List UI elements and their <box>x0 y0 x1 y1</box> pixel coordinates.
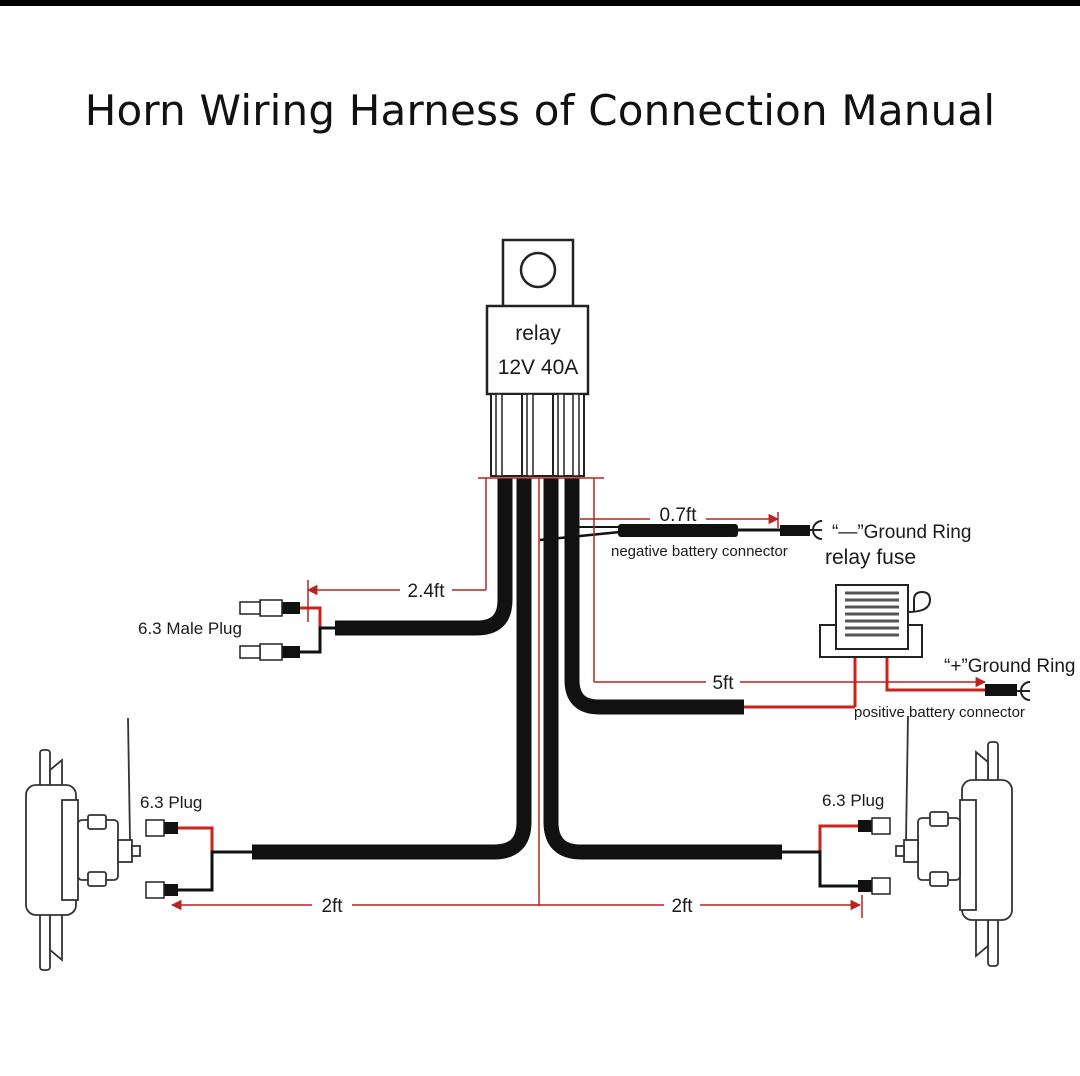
right-horn-icon <box>895 715 1013 967</box>
cable-positive <box>564 478 744 715</box>
fuse-holder-body <box>835 584 909 650</box>
page-title: Horn Wiring Harness of Connection Manual <box>84 86 996 135</box>
right-horn-branch: 6.3 Plug <box>782 791 891 895</box>
dimension-negative: 0.7ft <box>660 505 698 526</box>
negative-sleeve <box>618 524 738 537</box>
relay-body <box>485 304 590 396</box>
dimension-lines <box>170 477 987 918</box>
plug-right-label: 6.3 Plug <box>822 791 884 810</box>
plug-terminal <box>145 819 178 837</box>
relay-pin <box>526 393 534 477</box>
left-horn-icon <box>25 717 141 971</box>
male-plug-label: 6.3 Male Plug <box>138 619 242 638</box>
relay-label: relay <box>515 322 561 345</box>
male-plug-terminal <box>239 643 300 661</box>
positive-connector-label: positive battery connector <box>854 704 1025 721</box>
cable-left-horn <box>252 478 532 860</box>
relay-fuse: relay fuse <box>819 546 932 658</box>
cable-male-plug <box>335 478 513 636</box>
top-border <box>0 0 1080 6</box>
ground-ring-negative-icon <box>810 520 823 540</box>
positive-crimp <box>985 684 1017 696</box>
relay-mount-hole <box>519 251 557 289</box>
fuse-cap-loop-icon <box>907 590 932 613</box>
plug-terminal <box>145 881 178 899</box>
dimension-positive: 5ft <box>712 673 734 694</box>
relay-pin <box>495 393 503 477</box>
relay-rating-label: 12V 40A <box>498 356 579 379</box>
positive-lead: “+”Ground Ring positive battery connecto… <box>744 655 1075 721</box>
ground-ring-negative-label: “—”Ground Ring <box>832 522 971 543</box>
relay-fuse-label: relay fuse <box>825 546 916 569</box>
left-horn-branch: 6.3 Plug <box>140 793 252 899</box>
negative-lead: negative battery connector “—”Ground Rin… <box>539 520 971 560</box>
relay-pin <box>572 393 580 477</box>
ground-ring-positive-label: “+”Ground Ring <box>944 656 1075 677</box>
plug-left-label: 6.3 Plug <box>140 793 202 812</box>
male-plug-terminal <box>239 599 300 617</box>
relay: relay 12V 40A <box>485 238 590 477</box>
relay-socket <box>490 393 585 477</box>
plug-terminal <box>858 877 891 895</box>
dimension-left-horn: 2ft <box>321 896 343 917</box>
cable-bundle <box>252 478 782 860</box>
cable-right-horn <box>543 478 782 860</box>
relay-pin <box>557 393 565 477</box>
dimension-male-plug: 2.4ft <box>408 581 446 602</box>
negative-crimp <box>780 525 810 536</box>
ground-ring-positive-icon <box>1017 681 1031 701</box>
male-plug-branch: 6.3 Male Plug <box>138 599 335 661</box>
dimension-right-horn: 2ft <box>671 896 693 917</box>
plug-terminal <box>858 817 891 835</box>
negative-connector-label: negative battery connector <box>611 543 788 560</box>
